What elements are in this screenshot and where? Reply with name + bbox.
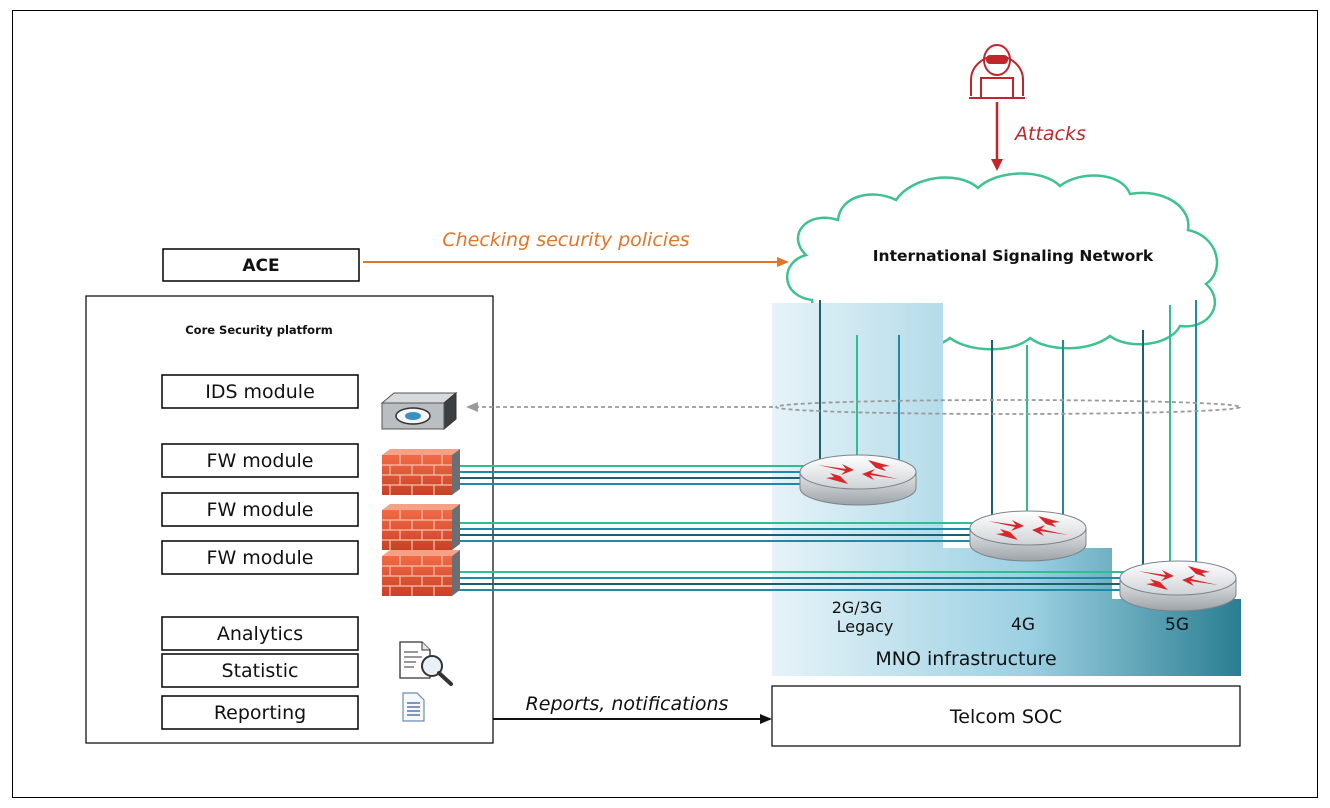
checking-policies-label: Checking security policies [442,229,689,251]
firewall-icon-3 [381,549,461,597]
hacker-icon [969,44,1025,99]
legacy-label-line1: 2G/3G [832,598,883,617]
mno-label: MNO infrastructure [875,648,1056,670]
diagram-frame [12,10,1318,798]
firewall-icon-2 [381,503,461,551]
router-icon-5g [1119,560,1237,612]
ace-label: ACE [242,256,279,276]
signaling-network-label: International Signaling Network [873,247,1154,265]
legacy-label-line2: Legacy [837,617,894,636]
horizontal-links [455,465,1125,591]
attacks-label: Attacks [1013,123,1086,145]
fw-module-box-2 [161,492,359,527]
fw-module-box-1 [161,443,359,478]
reports-label: Reports, notifications [526,693,729,715]
core-platform-label: Core Security platform [185,323,333,337]
document-icon [402,692,425,722]
reporting-box [161,695,359,730]
router-icon-4g [969,510,1087,562]
telcom-soc-label: Telcom SOC [949,706,1062,728]
ace-box [162,248,360,282]
firewall-icon-1 [381,448,461,496]
fw-module-label-2: FW module [207,499,314,521]
ids-sensor-icon [380,391,458,431]
gen-5g-label: 5G [1165,615,1189,635]
statistic-label: Statistic [222,660,299,682]
analytics-label: Analytics [217,623,303,645]
report-search-icon [399,641,453,686]
telcom-soc-box [771,685,1241,747]
fw-module-box-3 [161,540,359,575]
fw-module-label-1: FW module [207,450,314,472]
ids-module-label: IDS module [205,381,315,403]
statistic-box [161,653,359,688]
fw-module-label-3: FW module [207,547,314,569]
reporting-label: Reporting [214,702,306,724]
gen-4g-label: 4G [1011,615,1035,635]
ids-module-box [161,374,359,409]
vertical-links [819,300,1197,573]
router-icon-legacy [799,454,917,506]
monitoring-ellipse [775,399,1241,415]
analytics-box [161,616,359,651]
mno-infrastructure-area [772,303,1241,676]
